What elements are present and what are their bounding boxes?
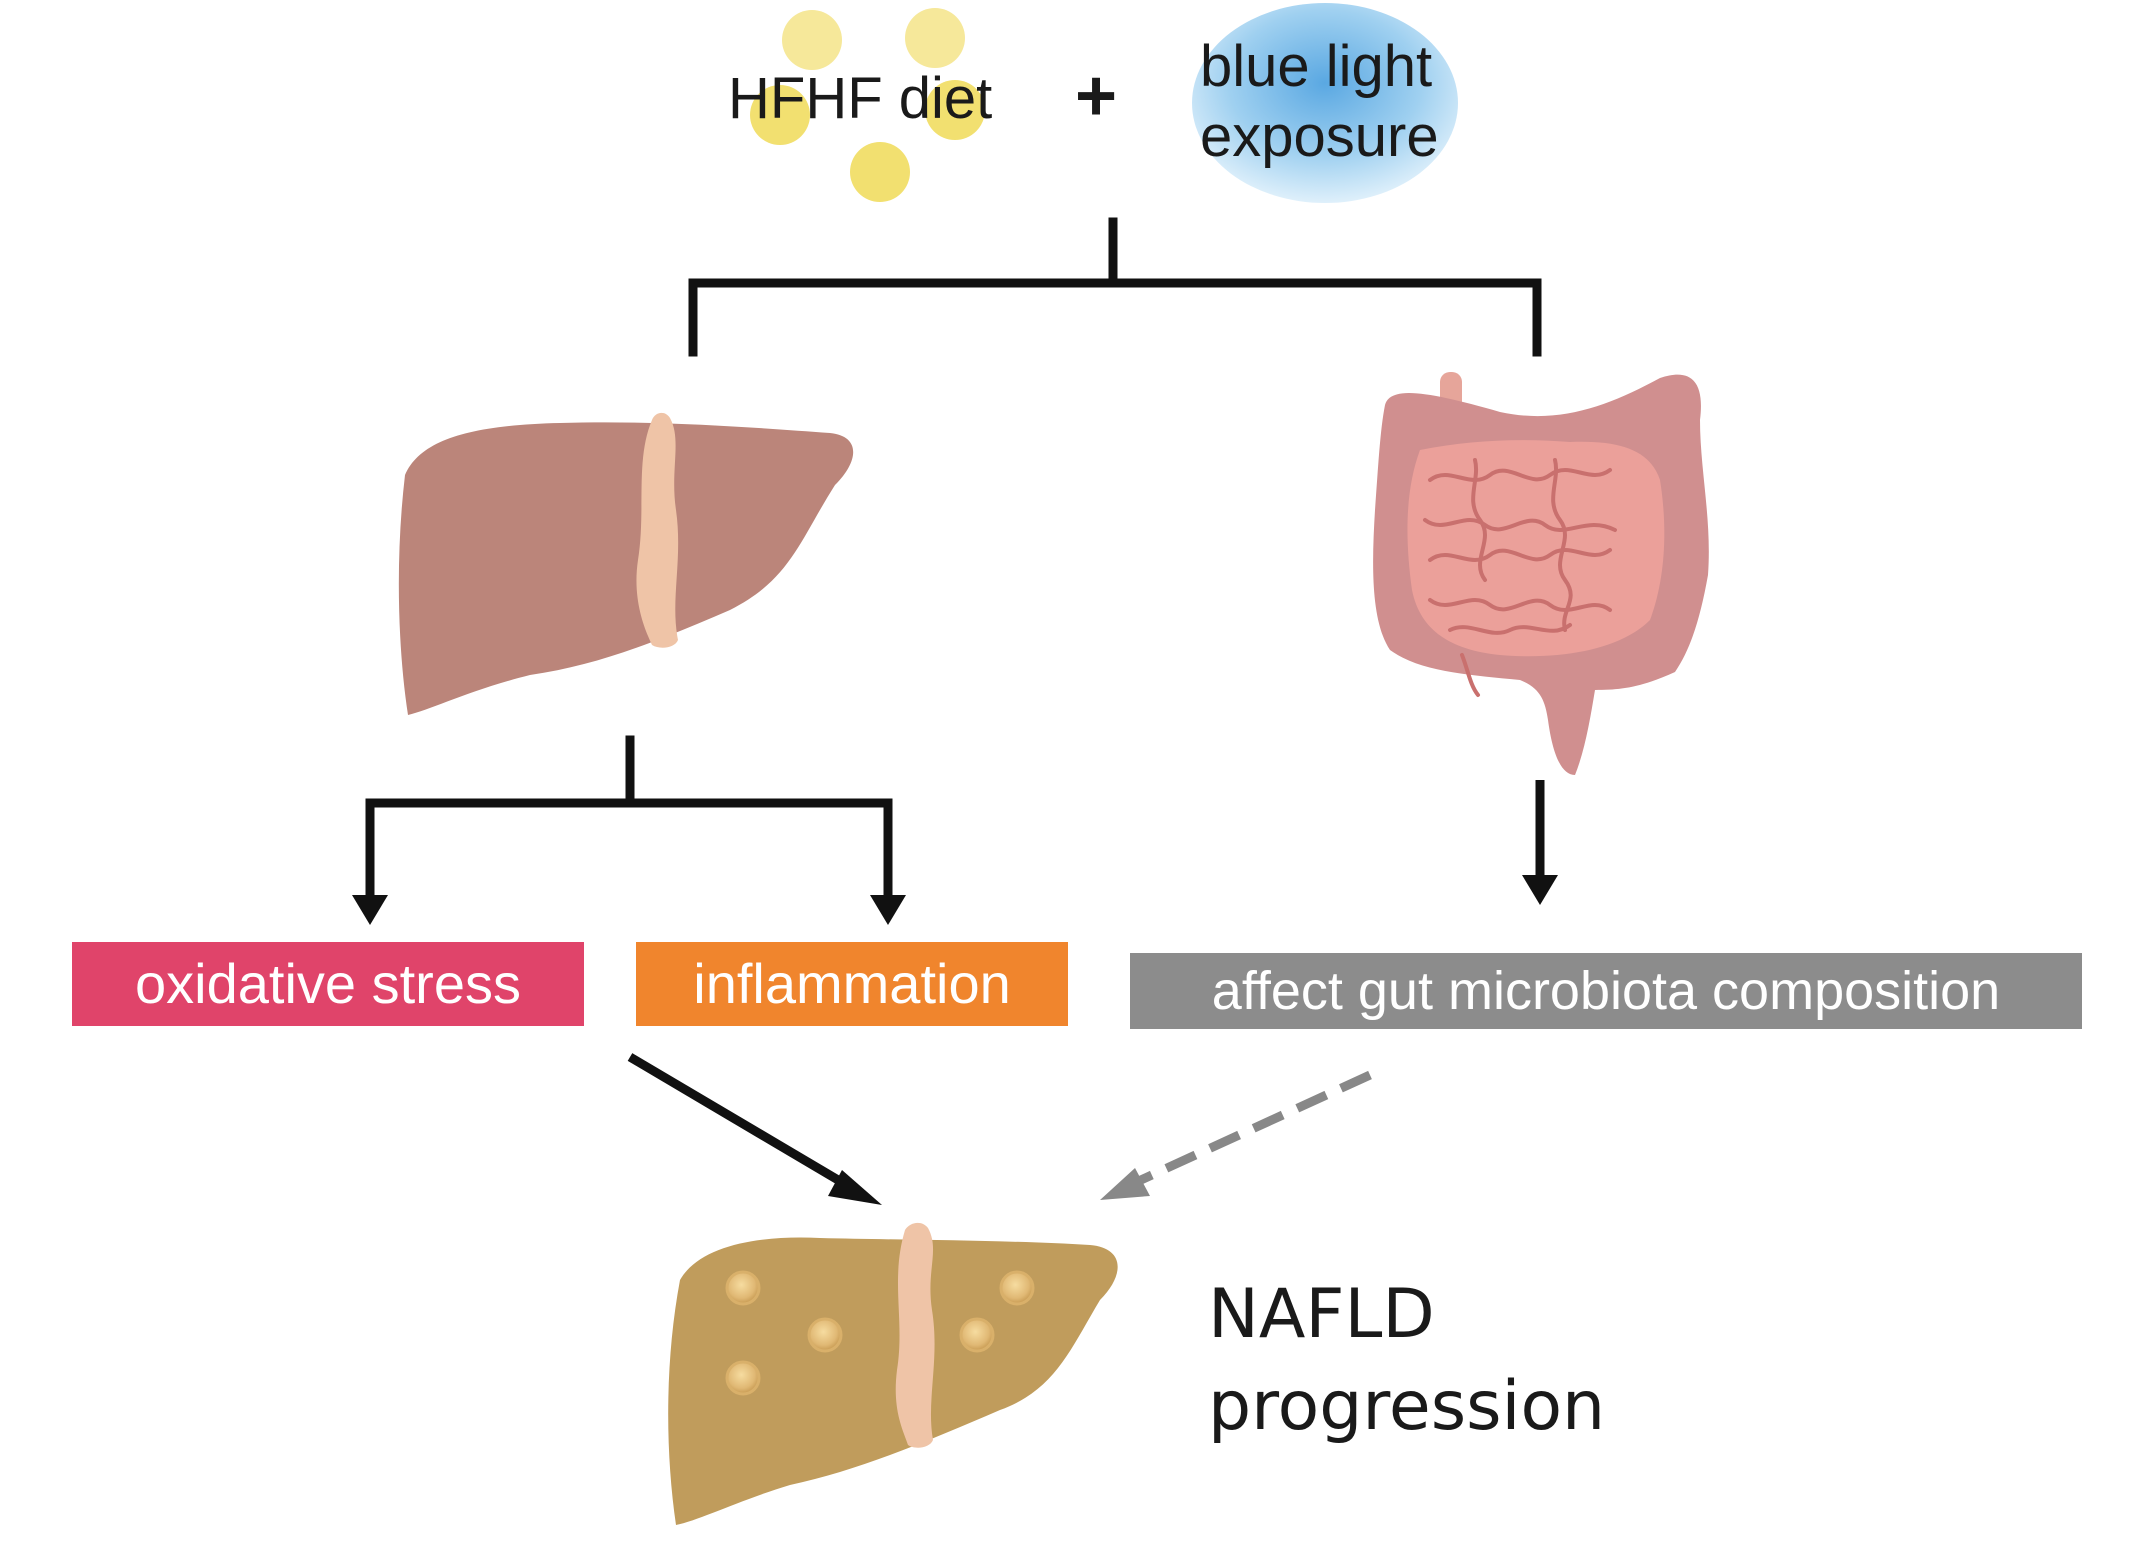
blue-light-label-line2: exposure: [1200, 104, 1439, 169]
top-branch-connector: [688, 217, 1542, 357]
gut-arrowhead: [1522, 875, 1558, 905]
blue-light-label-line1: blue light: [1200, 34, 1433, 99]
fatty-liver-icon: [668, 1222, 1118, 1525]
intestine-icon: [1373, 372, 1709, 775]
liver-branch-connector: [365, 735, 893, 905]
effects-to-nafld-arrowhead: [828, 1170, 882, 1205]
gut-microbiota-box: affect gut microbiota composition: [1130, 953, 2082, 1029]
microbiota-to-nafld-dashed-arrow: [1128, 1070, 1372, 1190]
oxidative-stress-box: oxidative stress: [72, 942, 584, 1026]
blue-light-icon: [1192, 3, 1458, 203]
diet-label: HFHF diet: [728, 66, 993, 131]
liver-branch-arrowheads: [352, 895, 906, 925]
progression-label: progression: [1208, 1367, 1606, 1446]
plus-sign: +: [1075, 56, 1118, 136]
inflammation-box: inflammation: [636, 942, 1068, 1026]
diet-dots-icon: [750, 8, 985, 202]
healthy-liver-icon: [398, 412, 854, 715]
nafld-label: NAFLD: [1208, 1275, 1435, 1354]
microbiota-to-nafld-arrowhead: [1100, 1168, 1150, 1200]
effects-to-nafld-arrow: [627, 1053, 858, 1194]
